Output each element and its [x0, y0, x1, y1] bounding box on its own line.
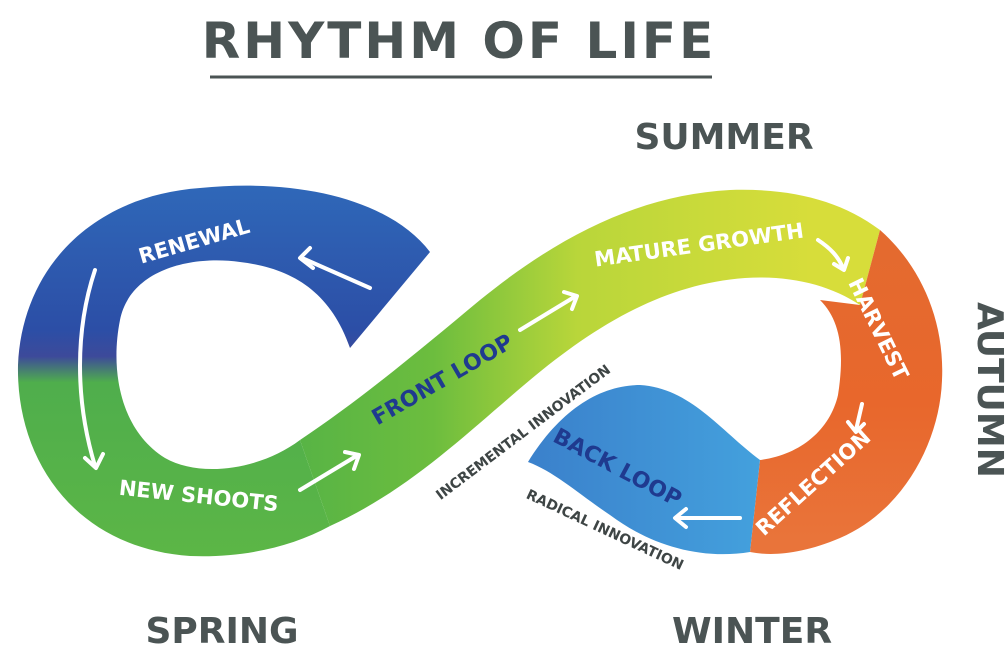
arrow-to-mature-growth-icon	[518, 290, 579, 332]
season-autumn: AUTUMN	[969, 302, 1005, 478]
arrow-to-back-loop-icon	[673, 507, 742, 529]
arrow-to-harvest-icon	[816, 238, 850, 272]
band-front-loop	[300, 189, 880, 526]
arrow-down-left-icon	[78, 268, 105, 470]
arrow-to-renewal-icon	[298, 246, 372, 290]
arrow-to-reflection-icon	[846, 402, 866, 434]
season-summer: SUMMER	[634, 117, 813, 158]
band-back-loop	[528, 385, 760, 555]
page-title: RHYTHM OF LIFE	[202, 12, 717, 70]
season-spring: SPRING	[145, 611, 298, 651]
arrow-to-front-loop-icon	[298, 450, 361, 492]
season-winter: WINTER	[672, 611, 832, 651]
band-right-loop	[750, 230, 943, 554]
band-left-loop	[17, 185, 430, 557]
